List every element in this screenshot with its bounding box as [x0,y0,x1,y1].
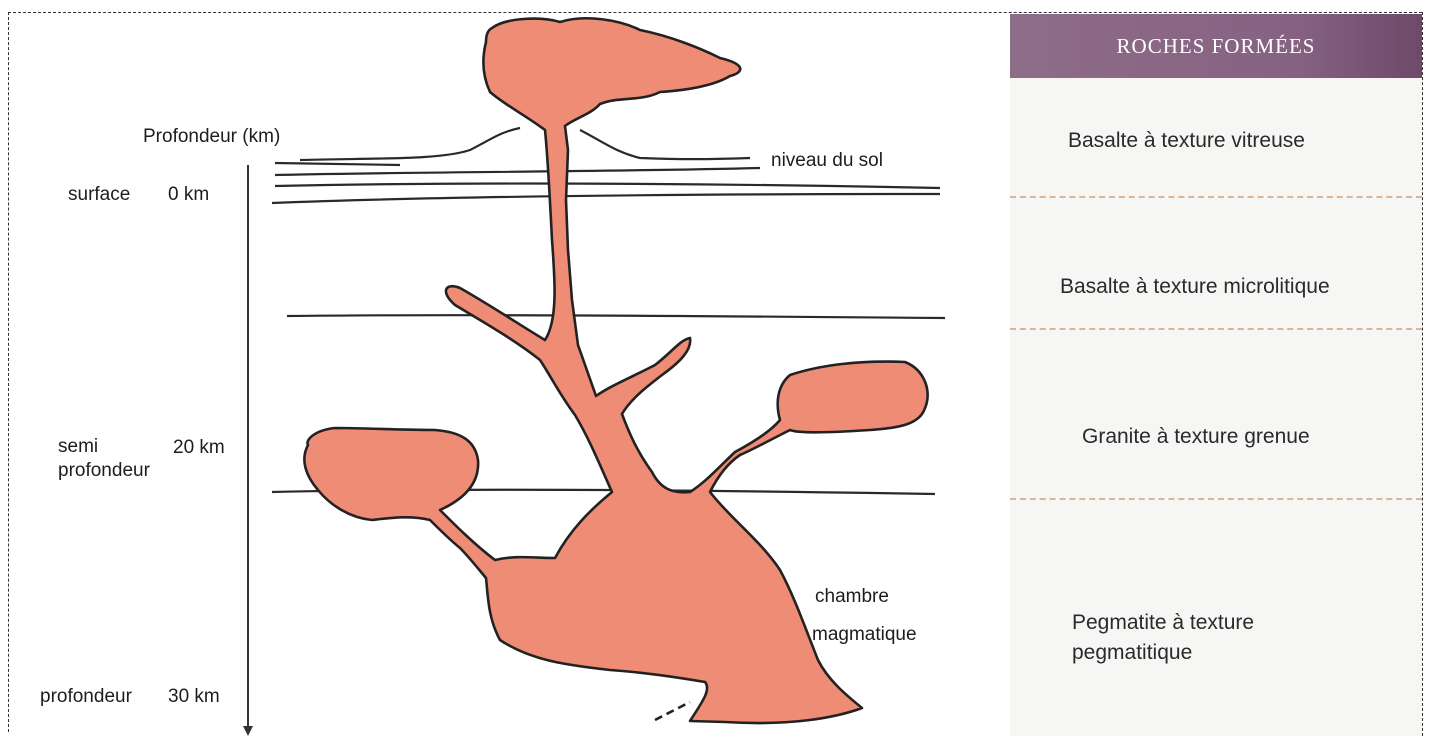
ground-line-1 [275,163,400,165]
rocks-panel-header: ROCHES FORMÉES [1010,14,1422,78]
rock-basalte-vitreuse: Basalte à texture vitreuse [1068,128,1305,154]
ground-line-2 [275,168,760,175]
depth-level-semi-value: 20 km [173,437,225,459]
depth-level-surface-name: surface [68,184,130,206]
depth-axis-arrowhead [243,726,253,736]
chamber-label-line1: chambre [815,586,889,608]
depth-axis-title: Profondeur (km) [143,126,280,148]
rock-separator [1010,328,1422,330]
rock-basalte-microlitique: Basalte à texture microlitique [1060,274,1330,300]
depth-level-semi-name-line2: profondeur [58,460,150,482]
ground-level-label: niveau du sol [771,150,883,172]
depth-level-surface-value: 0 km [168,184,209,206]
rocks-panel: ROCHES FORMÉES Basalte à texture vitreus… [1010,14,1422,736]
rock-pegmatite-line1: Pegmatite à texture [1072,610,1254,636]
figure-frame-right [1422,12,1423,736]
depth-level-deep-value: 30 km [168,686,220,708]
rock-separator [1010,196,1422,198]
ground-line-3 [275,184,940,188]
depth-level-deep-name: profondeur [40,686,132,708]
volcano-slope-right [580,130,750,159]
rock-pegmatite-line2: pegmatitique [1072,640,1192,666]
depth-level-semi-name-line1: semi [58,436,98,458]
chamber-label-line2: magmatique [812,624,917,646]
magma-chamber-dashed-edge [655,702,690,720]
volcano-slope-left [300,128,520,160]
stratum-line-shallow [287,315,945,318]
magma-body [304,18,927,723]
rock-separator [1010,498,1422,500]
ground-line-4 [272,194,940,203]
rock-granite-grenue: Granite à texture grenue [1082,424,1310,450]
